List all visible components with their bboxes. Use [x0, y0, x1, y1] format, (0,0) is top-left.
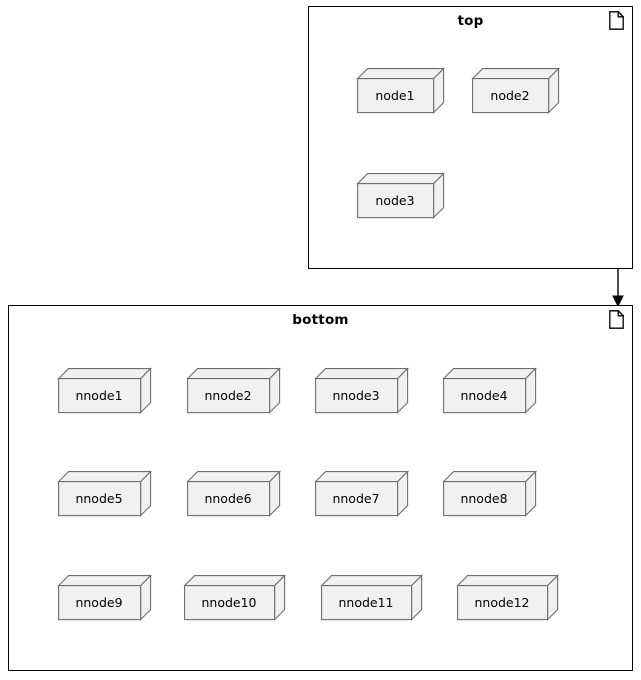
page-icon	[609, 309, 625, 329]
node-nnode1[interactable]: nnode1	[57, 367, 152, 414]
node-nnode10[interactable]: nnode10	[183, 574, 286, 621]
node-nnode6[interactable]: nnode6	[186, 470, 281, 517]
node-node2[interactable]: node2	[471, 67, 560, 114]
package-title-top: top	[457, 13, 484, 29]
node-nnode7[interactable]: nnode7	[314, 470, 409, 517]
node-nnode5[interactable]: nnode5	[57, 470, 152, 517]
node-nnode12[interactable]: nnode12	[456, 574, 559, 621]
node-node1[interactable]: node1	[356, 67, 445, 114]
node-nnode2[interactable]: nnode2	[186, 367, 281, 414]
node-nnode4[interactable]: nnode4	[442, 367, 537, 414]
node-node3[interactable]: node3	[356, 172, 445, 219]
node-nnode11[interactable]: nnode11	[320, 574, 423, 621]
node-nnode8[interactable]: nnode8	[442, 470, 537, 517]
node-nnode9[interactable]: nnode9	[57, 574, 152, 621]
package-title-bottom: bottom	[292, 312, 349, 328]
node-nnode3[interactable]: nnode3	[314, 367, 409, 414]
page-icon	[609, 10, 625, 30]
package-top[interactable]	[308, 6, 633, 269]
connector-top-to-bottom	[610, 269, 626, 308]
